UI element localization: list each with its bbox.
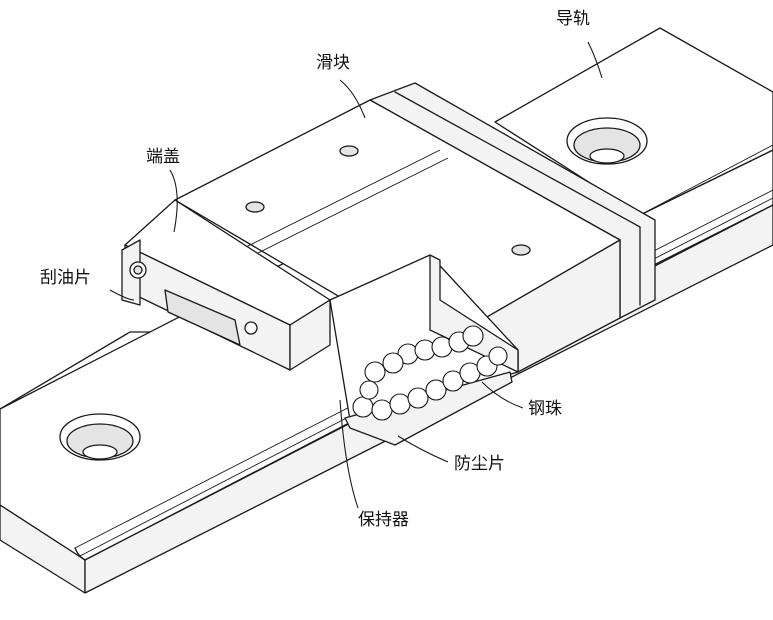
ball-lower-1	[352, 396, 374, 418]
endcap-side	[289, 299, 331, 371]
ball-turn-1	[359, 380, 379, 400]
ball-upper-7	[364, 361, 386, 383]
leader-endcap	[169, 169, 178, 233]
leader-wiper	[109, 289, 135, 301]
rail-groove-end	[74, 547, 86, 561]
block-top-seam-2	[247, 157, 449, 259]
label-balls: 钢珠	[528, 399, 562, 419]
ball-upper-6	[382, 352, 404, 374]
block-hole-1	[339, 145, 359, 157]
label-dust-plate: 防尘片	[454, 454, 505, 474]
label-retainer: 保持器	[358, 510, 409, 530]
grease-nipple-inner	[133, 265, 143, 275]
block-back-endcap-line	[394, 91, 641, 306]
ball-lower-4	[407, 387, 429, 409]
label-block: 滑块	[316, 53, 350, 73]
leader-block	[339, 79, 366, 119]
leader-balls	[481, 381, 524, 409]
slider-block	[121, 82, 656, 421]
leader-rail	[587, 41, 603, 79]
steel-balls	[352, 325, 508, 421]
label-wiper: 刮油片	[40, 268, 91, 288]
ball-lower-9	[488, 346, 508, 366]
ball-lower-6	[442, 370, 464, 392]
rail-hole-front	[59, 413, 141, 461]
block-hole-2	[245, 201, 265, 213]
endcap-slot	[164, 289, 241, 346]
leader-retainer	[339, 399, 359, 509]
ball-lower-3	[389, 393, 411, 415]
leader-dust-plate	[397, 435, 449, 463]
label-rail: 导轨	[556, 9, 590, 29]
rail-hole-back	[566, 117, 648, 165]
block-top-seam	[239, 149, 441, 251]
block-cutaway-wall	[429, 254, 519, 373]
dust-plate	[344, 371, 513, 446]
ball-upper-5	[462, 325, 484, 347]
block-hole-3	[511, 244, 531, 256]
label-end-cap: 端盖	[146, 147, 180, 167]
end-screw	[244, 321, 258, 335]
ball-lower-5	[425, 379, 447, 401]
ball-lower-2	[371, 399, 393, 421]
rail-back-groove	[639, 144, 773, 216]
